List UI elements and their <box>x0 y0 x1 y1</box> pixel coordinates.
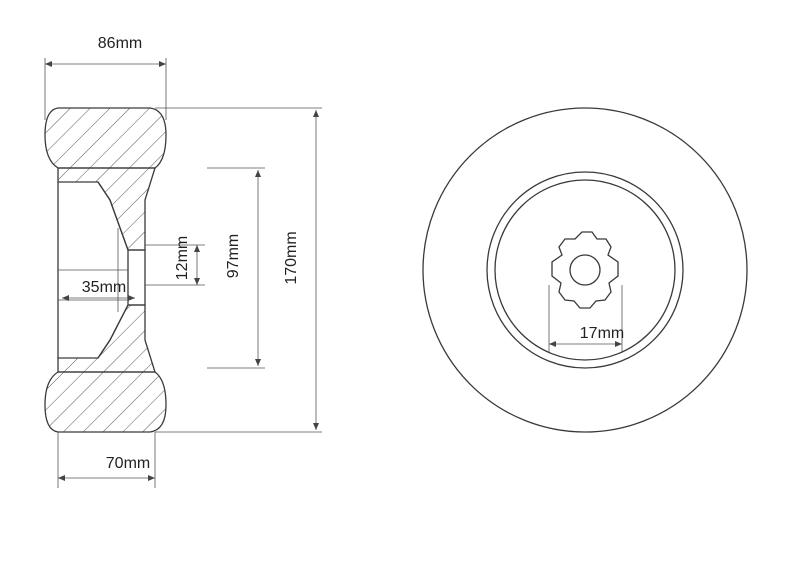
dim-hex-across: 17mm <box>548 285 624 352</box>
dim-hub-diameter: 97mm <box>207 167 265 369</box>
bore-outline <box>128 249 146 306</box>
dim-label-35: 35mm <box>82 279 126 296</box>
dim-label-170: 170mm <box>283 231 300 284</box>
dim-label-86: 86mm <box>98 35 142 52</box>
dim-overall-width: 86mm <box>44 35 167 120</box>
dim-bore-width: 12mm <box>145 236 205 286</box>
hub-inner-circle <box>494 179 676 361</box>
section-view <box>44 107 167 433</box>
tire-section-bottom <box>44 371 167 433</box>
axle-hole <box>569 254 601 286</box>
dim-label-12: 12mm <box>174 236 191 280</box>
tire-section-top <box>44 107 167 169</box>
dim-label-97: 97mm <box>225 234 242 278</box>
dim-tread-width: 70mm <box>57 432 156 488</box>
dim-hub-inner-width: 35mm <box>62 279 135 301</box>
dim-outer-diameter: 170mm <box>155 107 322 433</box>
hex-gear-bore <box>551 231 619 309</box>
hub-outer-circle <box>486 171 684 369</box>
tire-outer-circle <box>422 107 748 433</box>
dim-label-17: 17mm <box>580 325 624 342</box>
hub-section-bottom <box>57 304 156 373</box>
hub-section-top <box>57 167 156 251</box>
front-view <box>422 107 748 433</box>
dim-label-70: 70mm <box>106 455 150 472</box>
